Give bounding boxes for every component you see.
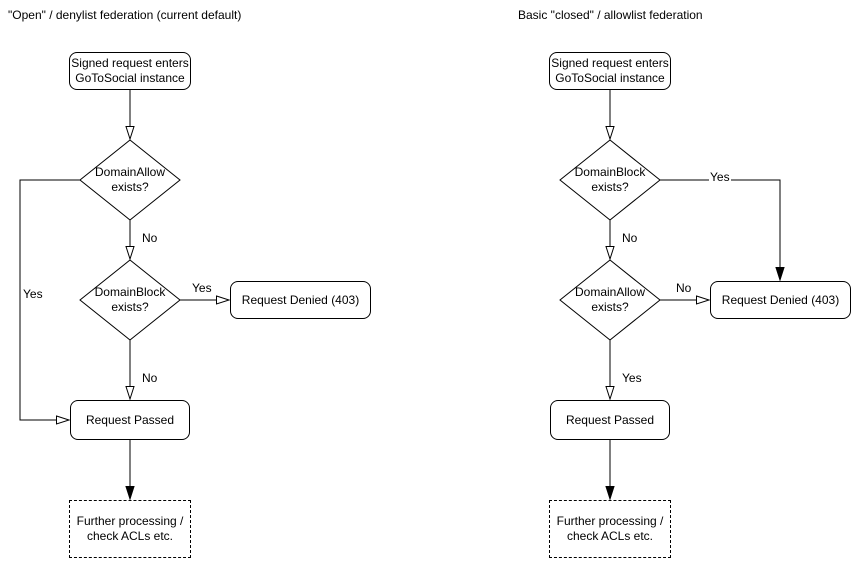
decision2-diamond-left	[79, 259, 181, 341]
start-node-right: Signed request enters GoToSocial instanc…	[549, 52, 671, 90]
decision1-diamond-right	[559, 139, 661, 221]
passed-node-right: Request Passed	[550, 400, 670, 440]
start-node-left: Signed request enters GoToSocial instanc…	[69, 52, 191, 90]
edge-decision1-yes-denied-right	[660, 179, 785, 282]
passed-node-left: Request Passed	[70, 400, 190, 440]
edge-label-yes: Yes	[621, 371, 643, 385]
denied-node-left: Request Denied (403)	[230, 281, 371, 319]
edge-label-no: No	[675, 281, 693, 295]
edge-label-yes: Yes	[709, 170, 731, 184]
further-node-right: Further processing / check ACLs etc.	[549, 500, 671, 558]
start-node-line1: Signed request enters	[71, 56, 189, 70]
further-line1: Further processing /	[76, 514, 184, 528]
start-node-line2: GoToSocial instance	[75, 71, 185, 85]
edge-label-yes: Yes	[191, 281, 213, 295]
edge-label-no: No	[141, 231, 159, 245]
chart-title-open-denylist: "Open" / denylist federation (current de…	[8, 8, 242, 22]
edge-label-no: No	[621, 231, 639, 245]
edge-label-no: No	[141, 371, 159, 385]
further-node-left: Further processing / check ACLs etc.	[69, 500, 191, 558]
denied-node-right: Request Denied (403)	[710, 281, 851, 319]
start-node-line2: GoToSocial instance	[555, 71, 665, 85]
edge-label-yes: Yes	[22, 287, 44, 301]
further-line2: check ACLs etc.	[86, 529, 174, 543]
edge-decision1-yes-passed-left	[19, 179, 80, 425]
further-line2: check ACLs etc.	[566, 529, 654, 543]
decision1-diamond-left	[79, 139, 181, 221]
further-line1: Further processing /	[556, 514, 664, 528]
start-node-line1: Signed request enters	[551, 56, 669, 70]
decision2-diamond-right	[559, 259, 661, 341]
chart-title-closed-allowlist: Basic "closed" / allowlist federation	[518, 8, 703, 22]
